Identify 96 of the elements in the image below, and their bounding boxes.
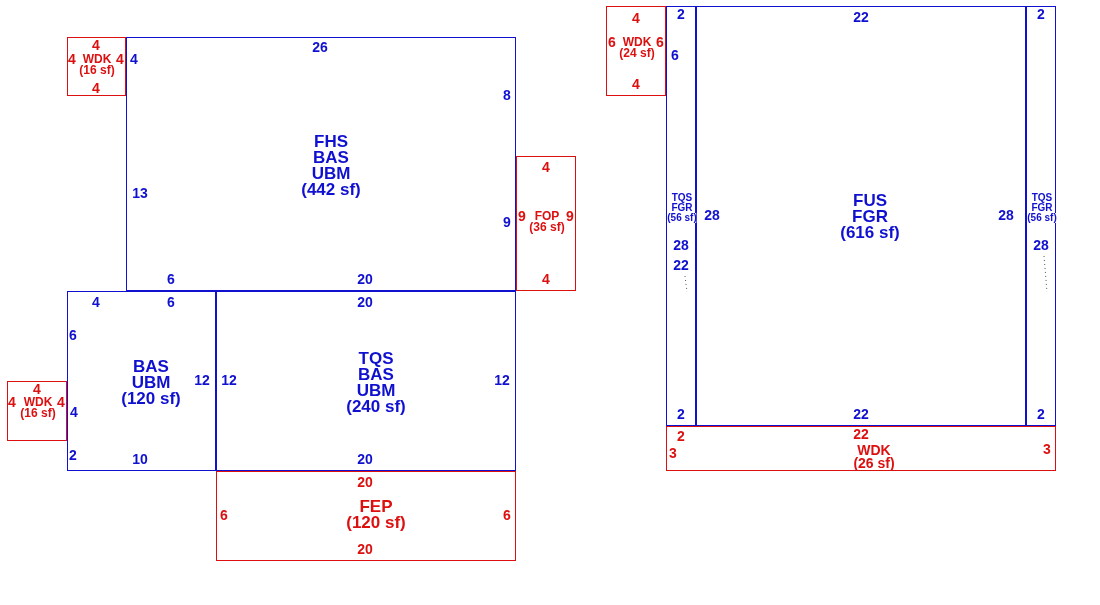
room-code: UBM xyxy=(131,375,171,391)
dimension-label: 22 xyxy=(673,258,689,272)
room-code: FOP xyxy=(534,211,560,222)
dimension-label: 6 xyxy=(656,35,664,49)
dimension-label: 22 xyxy=(853,407,869,421)
area-label: (120 sf) xyxy=(121,391,181,407)
room-outline xyxy=(516,156,576,291)
area-label: (120 sf) xyxy=(346,515,406,531)
room-code: UBM xyxy=(311,166,351,182)
dimension-label: 2 xyxy=(677,7,685,21)
room-code: FGR xyxy=(671,203,693,213)
dimension-label: 28 xyxy=(998,208,1014,222)
dimension-label: 6 xyxy=(167,295,175,309)
room-code: FGR xyxy=(1031,203,1053,213)
dimension-label: 26 xyxy=(312,40,328,54)
room-outline xyxy=(216,471,516,561)
dimension-label: 4 xyxy=(130,52,138,66)
dimension-label: 6 xyxy=(503,508,511,522)
dimension-label: 4 xyxy=(70,405,78,419)
dimension-label: 6 xyxy=(608,35,616,49)
dimension-label: 4 xyxy=(8,395,16,409)
room-code: FEP xyxy=(359,499,393,515)
area-label: (56 sf) xyxy=(1027,213,1057,223)
dimension-label: 4 xyxy=(57,395,65,409)
room-code: WDK xyxy=(622,37,652,48)
dimension-label: 3 xyxy=(669,446,677,460)
room-outline xyxy=(666,426,1056,471)
dimension-label: 12 xyxy=(494,373,510,387)
room-code: BAS xyxy=(133,359,169,375)
area-label: (442 sf) xyxy=(301,182,361,198)
dimension-label: 6 xyxy=(167,272,175,286)
room-outline xyxy=(696,6,1026,426)
dimension-label: 20 xyxy=(357,542,373,556)
dimension-label: 2 xyxy=(1037,407,1045,421)
dimension-label: 13 xyxy=(132,186,148,200)
dimension-label: 9 xyxy=(566,209,574,223)
room-code: BAS xyxy=(358,367,394,383)
dimension-label: 22 xyxy=(853,427,869,441)
area-label: (26 sf) xyxy=(853,457,895,470)
dimension-label: 12 xyxy=(221,373,237,387)
area-label: (16 sf) xyxy=(79,65,115,76)
dimension-label: 9 xyxy=(518,209,526,223)
dimension-label: 4 xyxy=(92,81,100,95)
dimension-label: 4 xyxy=(542,160,550,174)
dimension-label: 9 xyxy=(503,215,511,229)
dimension-label: 20 xyxy=(357,475,373,489)
dimension-label: 12 xyxy=(194,373,210,387)
dimension-label: 4 xyxy=(542,272,550,286)
dimension-label: 2 xyxy=(69,448,77,462)
dimension-label: 20 xyxy=(357,272,373,286)
room-outline xyxy=(126,37,516,291)
dimension-label: 6 xyxy=(69,328,77,342)
dimension-label: 4 xyxy=(33,382,41,396)
area-label: (16 sf) xyxy=(20,408,56,419)
dimension-label: 4 xyxy=(632,11,640,25)
area-label: (36 sf) xyxy=(529,222,565,233)
dimension-label: 8 xyxy=(503,88,511,102)
dimension-label: 28 xyxy=(1033,238,1049,252)
room-outline xyxy=(666,6,696,426)
room-code: FGR xyxy=(852,209,888,225)
dimension-label: 20 xyxy=(357,452,373,466)
dimension-label: 2 xyxy=(677,407,685,421)
room-code: TQS xyxy=(671,193,693,203)
room-code: WDK xyxy=(857,444,891,457)
dimension-label: 6 xyxy=(220,508,228,522)
dimension-label: 6 xyxy=(671,48,679,62)
room-outline xyxy=(7,381,67,441)
room-code: BAS xyxy=(313,150,349,166)
room-outline xyxy=(216,291,516,471)
area-label: (616 sf) xyxy=(840,225,900,241)
room-outline xyxy=(1026,6,1056,426)
room-code: FHS xyxy=(314,134,348,150)
dimension-label: 4 xyxy=(116,52,124,66)
dimension-label: 4 xyxy=(92,295,100,309)
room-outline xyxy=(67,37,126,96)
room-code: WDK xyxy=(82,54,112,65)
dimension-label: 20 xyxy=(357,295,373,309)
room-code: UBM xyxy=(356,383,396,399)
area-label: (240 sf) xyxy=(346,399,406,415)
dimension-label: 2 xyxy=(677,429,685,443)
dimension-label: 3 xyxy=(1043,442,1051,456)
dimension-label: 4 xyxy=(68,52,76,66)
dimension-label: 28 xyxy=(704,208,720,222)
dimension-label: 22 xyxy=(853,10,869,24)
dimension-label: 4 xyxy=(632,77,640,91)
dimension-label: 10 xyxy=(132,452,148,466)
area-label: (24 sf) xyxy=(619,48,655,59)
dimension-label: 28 xyxy=(673,238,689,252)
room-outline xyxy=(67,291,216,471)
room-code: TQS xyxy=(1031,193,1053,203)
room-outline xyxy=(606,6,666,96)
dimension-label: 2 xyxy=(1037,7,1045,21)
dimension-label: 4 xyxy=(92,38,100,52)
room-code: WDK xyxy=(23,397,53,408)
room-code: FUS xyxy=(853,193,887,209)
room-code: TQS xyxy=(358,351,394,367)
